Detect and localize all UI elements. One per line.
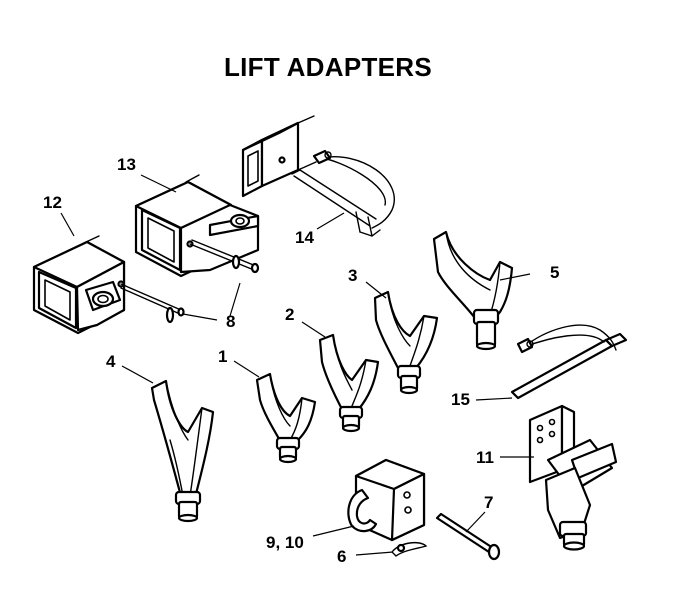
- callout-13: 13: [117, 155, 136, 174]
- part-1-saddle: [255, 372, 317, 464]
- callout-2: 2: [285, 305, 295, 324]
- callout-5: 5: [550, 263, 560, 282]
- part-5-saddle: [432, 230, 514, 351]
- part-12-socket-adapter: [32, 235, 185, 335]
- callout-3: 3: [348, 266, 358, 285]
- part-13-socket-adapter: [134, 174, 260, 278]
- diagram-title: LIFT ADAPTERS: [223, 52, 433, 82]
- part-6-clip: [391, 541, 428, 557]
- callout-12: 12: [43, 193, 62, 212]
- part-3-saddle: [373, 290, 439, 395]
- leader-lines: [60, 174, 534, 556]
- part-14-tube-pin: [241, 115, 395, 237]
- callout-1: 1: [218, 347, 228, 366]
- callout-8: 8: [226, 312, 236, 331]
- part-9-10-hook-block: [347, 458, 426, 542]
- part-11-truck-adapter: [528, 404, 618, 551]
- part-2-saddle: [318, 333, 380, 433]
- callout-15: 15: [451, 390, 470, 409]
- part-15-long-pin: [510, 324, 628, 400]
- callout-6: 6: [337, 547, 347, 566]
- callout-7: 7: [484, 493, 494, 512]
- callout-14: 14: [295, 228, 314, 247]
- part-4-saddle: [150, 379, 215, 523]
- callout-11: 11: [476, 448, 494, 467]
- callout-9-10: 9, 10: [266, 533, 304, 552]
- callout-4: 4: [106, 352, 116, 371]
- part-7-pin: [435, 512, 501, 561]
